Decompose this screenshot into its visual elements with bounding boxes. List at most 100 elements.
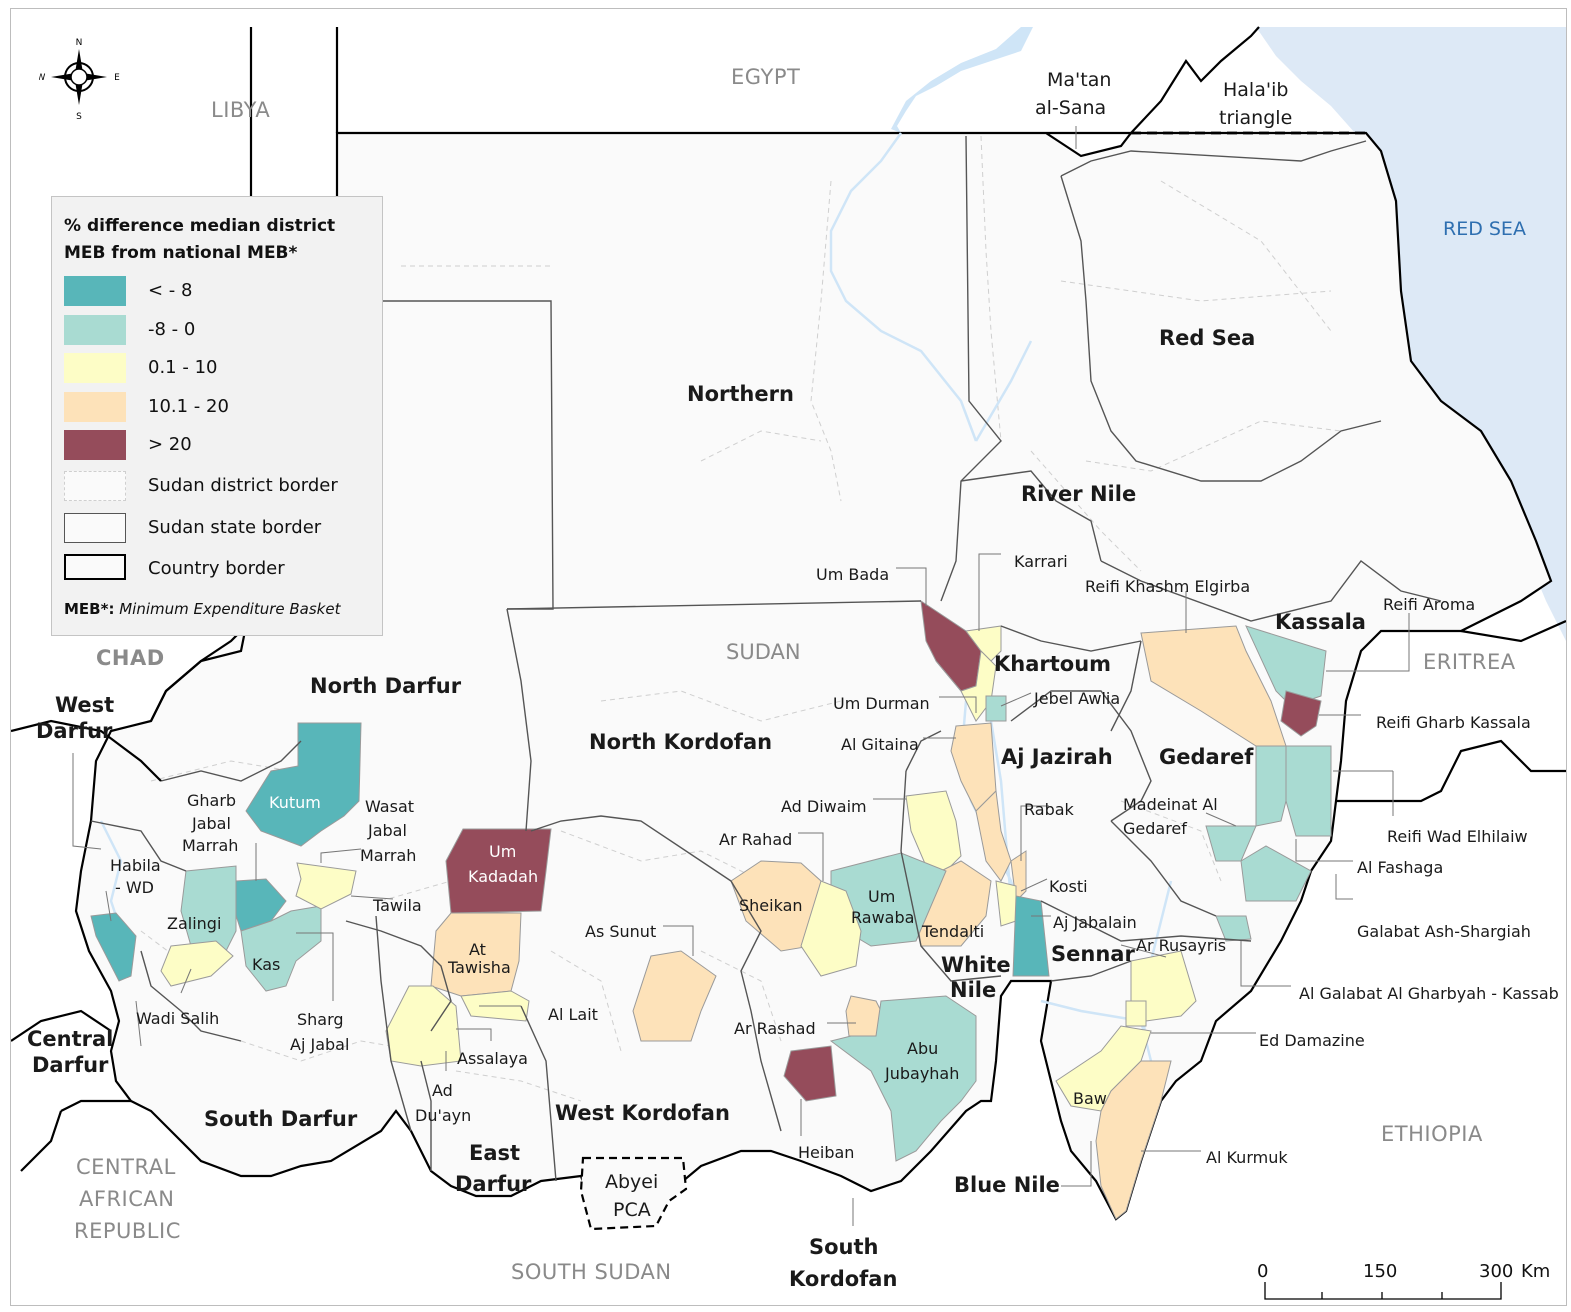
state-label-north-kordofan: North Kordofan [589,730,773,754]
label-al-fashaga: Al Fashaga [1357,858,1444,877]
legend-item-class-5: > 20 [64,430,374,462]
state-label-south-darfur: South Darfur [204,1107,358,1131]
label-jebel-awlia: Jebel Awlia [1034,689,1121,708]
label-um-bada: Um Bada [816,565,890,584]
label-galabat-ash-shargiah: Galabat Ash-Shargiah [1357,922,1531,941]
district-karrari [965,625,1002,662]
label-ar-rusayris: Ar Rusayris [1136,936,1227,955]
label-wasat-2: Jabal [368,821,407,840]
label-karrari: Karrari [1014,552,1068,571]
legend-swatch-state-border [64,513,126,543]
map-legend: % difference median district MEB from na… [51,196,383,636]
label-matan-1: Ma'tan [1047,69,1112,91]
state-label-gedaref: Gedaref [1159,745,1254,769]
state-label-central-darfur-1: Central [27,1027,114,1051]
district-um-kadadah [445,828,552,914]
label-al-lait: Al Lait [548,1005,598,1024]
label-wasat-1: Wasat [365,797,415,816]
district-ar-rahad [800,880,862,977]
label-sharg-2: Aj Jabal [290,1035,350,1054]
label-reifi-aroma: Reifi Aroma [1383,595,1476,614]
legend-swatch-class-2 [64,315,126,345]
state-label-river-nile: River Nile [1021,482,1137,506]
district-abu-jubayhah [829,995,977,1162]
label-ar-rashad: Ar Rashad [734,1019,816,1038]
label-baw: Baw [1073,1089,1107,1108]
label-abyei-1: Abyei [605,1171,659,1193]
country-label-libya: LIBYA [211,98,271,122]
label-halaib-2: triangle [1219,107,1293,129]
compass-w: W [39,73,46,83]
state-label-west-darfur-1: West [55,693,115,717]
country-label-car-1: CENTRAL [76,1155,176,1179]
district-al-galabat-gharbyah [1215,915,1252,942]
country-label-ethiopia: ETHIOPIA [1381,1122,1483,1146]
district-kas [240,905,322,992]
district-ad-diwaim [905,790,962,872]
label-abu-jubayhah-2: Jubayhah [885,1064,960,1083]
label-habila-2: - WD [115,878,154,897]
label-gharb-1: Gharb [187,791,237,810]
legend-note-text: Minimum Expenditure Basket [119,600,341,618]
legend-label-class-2: -8 - 0 [148,319,196,340]
state-label-red-sea: Red Sea [1159,326,1256,350]
label-halaib-1: Hala'ib [1223,79,1289,101]
legend-swatch-class-5 [64,430,126,460]
district-reifi-gharb-kassala [1280,690,1322,737]
legend-note: MEB*: Minimum Expenditure Basket [64,600,340,618]
label-abyei-2: PCA [613,1199,651,1221]
label-wasat-3: Marrah [360,846,417,865]
label-reifi-gharb-kassala: Reifi Gharb Kassala [1376,713,1531,732]
state-label-kassala: Kassala [1275,610,1366,634]
scale-tick-300: 300 [1479,1261,1514,1282]
state-label-white-nile-1: White [941,953,1011,977]
label-ar-rahad: Ar Rahad [719,830,793,849]
state-label-west-darfur-2: Darfur [36,719,113,743]
country-label-sudan: SUDAN [726,640,801,664]
legend-label-class-5: > 20 [148,434,192,455]
label-kosti: Kosti [1049,877,1088,896]
label-al-kurmuk: Al Kurmuk [1206,1148,1288,1167]
label-gharb-2: Jabal [192,814,231,833]
legend-label-class-3: 0.1 - 10 [148,357,218,378]
state-label-west-kordofan: West Kordofan [555,1101,730,1125]
label-ad-diwaim: Ad Diwaim [781,797,867,816]
label-gharb-3: Marrah [182,836,239,855]
state-label-south-kordofan-1: South [809,1235,879,1259]
legend-label-district-border: Sudan district border [148,475,338,496]
label-habila-1: Habila [110,856,161,875]
label-rabak: Rabak [1024,800,1074,819]
state-label-central-darfur-2: Darfur [32,1053,109,1077]
red-sea-water [1256,27,1566,641]
scale-bar-graphic [1264,1282,1502,1300]
legend-note-key: MEB*: [64,600,115,618]
legend-item-class-1: < - 8 [64,276,374,308]
country-label-car-2: AFRICAN [79,1187,175,1211]
legend-label-country-border: Country border [148,558,285,579]
label-heiban: Heiban [798,1143,855,1162]
legend-swatch-country-border [64,554,126,580]
label-abu-jubayhah-1: Abu [907,1039,939,1058]
label-um-rawaba-2: Rawaba [851,908,915,927]
label-um-rawaba-1: Um [868,887,896,906]
state-label-blue-nile: Blue Nile [954,1173,1060,1197]
district-assalaya [385,985,462,1067]
label-madeinat-2: Gedaref [1123,819,1187,838]
district-zalingi [180,865,237,952]
label-tawila: Tawila [373,896,422,915]
legend-swatch-district-border [64,471,126,501]
district-borders [140,135,1342,1102]
scale-unit: Km [1521,1261,1551,1282]
scale-tick-150: 150 [1363,1261,1398,1282]
state-label-east-darfur-1: East [469,1141,521,1165]
state-label-sennar: Sennar [1051,942,1135,966]
label-reifi-khashm-elgirba: Reifi Khashm Elgirba [1085,577,1251,596]
state-label-white-nile-2: Nile [950,978,997,1002]
district-jebel-awlia [985,695,1007,722]
legend-item-district-border: Sudan district border [64,471,374,503]
leader-lines [72,126,1410,1226]
legend-title-line1: % difference median district [64,216,336,236]
sea-label-red-sea: RED SEA [1443,218,1526,240]
scale-bar: 0 150 300 Km [1245,1257,1555,1305]
legend-swatch-class-1 [64,276,126,306]
